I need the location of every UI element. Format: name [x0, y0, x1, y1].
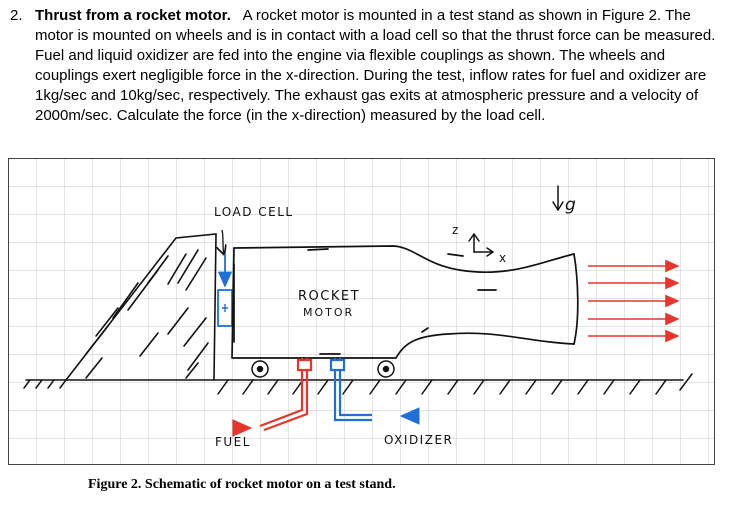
gravity-label: g	[565, 195, 577, 215]
figure-rocket-test-stand: z x g LOAD CELL ROCKET MOTOR FUEL OXIDIZ…	[8, 158, 715, 465]
axis-z-label: z	[452, 223, 460, 237]
problem-text: A rocket motor is mounted in a test stan…	[35, 7, 716, 124]
exhaust-arrows	[588, 259, 680, 343]
motor-label: MOTOR	[303, 306, 354, 319]
graph-paper-grid	[8, 158, 715, 465]
oxidizer-label: OXIDIZER	[384, 433, 453, 447]
wheels	[251, 360, 395, 378]
figure-frame	[8, 158, 715, 465]
axis-x-label: x	[499, 251, 508, 265]
gravity-arrow	[552, 185, 564, 212]
problem-text-spacer	[235, 7, 243, 24]
fuel-line	[232, 358, 313, 437]
problem-body: Thrust from a rocket motor. A rocket mot…	[35, 6, 730, 126]
figure-caption: Figure 2. Schematic of rocket motor on a…	[88, 477, 396, 492]
problem-title: Thrust from a rocket motor.	[35, 7, 231, 24]
oxidizer-line	[329, 358, 420, 425]
coordinate-axes	[468, 232, 495, 257]
fuel-label: FUEL	[215, 435, 251, 449]
problem-statement: 2. Thrust from a rocket motor. A rocket …	[0, 6, 736, 126]
rocket-label: ROCKET	[298, 289, 360, 304]
load-cell	[218, 229, 233, 327]
rocket-motor-body	[231, 245, 579, 359]
load-cell-label: LOAD CELL	[214, 205, 294, 219]
problem-number: 2.	[10, 7, 23, 24]
test-stand-wall	[65, 233, 217, 381]
schematic-drawing: z x g LOAD CELL ROCKET MOTOR FUEL OXIDIZ…	[8, 158, 715, 465]
